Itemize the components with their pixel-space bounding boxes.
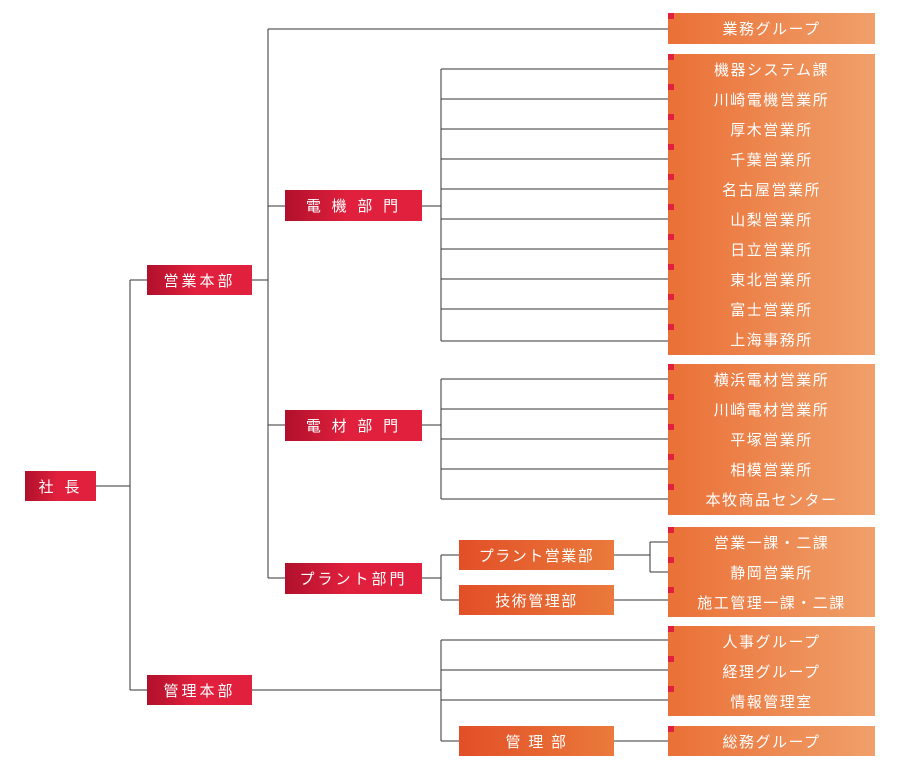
kanri-department-box: 管 理 部 [459,726,614,756]
unit-box: 総務グループ [668,726,875,756]
sales-division-label: 営業本部 [163,271,236,290]
president-label: 社 長 [38,477,83,496]
unit-box: 富士営業所 [668,294,875,324]
admin-division-label: 管理本部 [163,681,236,700]
unit-box: 川崎電機営業所 [668,84,875,114]
unit-box: 東北営業所 [668,264,875,294]
plant-sales-label: プラント営業部 [478,546,595,565]
unit-box: 本牧商品センター [668,484,875,515]
unit-box: 業務グループ [668,13,875,44]
tech-management-box: 技術管理部 [459,585,614,615]
unit-box: 千葉営業所 [668,144,875,174]
unit-label: 川崎電機営業所 [713,90,830,109]
denzai-department-box: 電 材 部 門 [285,410,422,441]
president-box: 社 長 [25,471,96,501]
unit-box: 平塚営業所 [668,424,875,454]
unit-label: 機器システム課 [713,60,830,79]
unit-box: 機器システム課 [668,54,875,84]
unit-box: 名古屋営業所 [668,174,875,204]
unit-label: 情報管理室 [730,692,813,711]
unit-box: 経理グループ [668,656,875,686]
plant-sales-box: プラント営業部 [459,540,614,570]
unit-label: 富士営業所 [730,300,813,319]
unit-box: 静岡営業所 [668,557,875,587]
unit-label: 平塚営業所 [730,430,813,449]
unit-label: 名古屋営業所 [721,180,821,199]
kanri-department-label: 管 理 部 [505,732,568,751]
unit-box: 上海事務所 [668,324,875,355]
unit-box: 情報管理室 [668,686,875,716]
unit-label: 人事グループ [722,632,821,651]
unit-box: 相模営業所 [668,454,875,484]
tech-management-label: 技術管理部 [495,591,578,610]
unit-label: 川崎電材営業所 [713,400,830,419]
plant-department-box: プラント部門 [285,563,422,594]
unit-label: 厚木営業所 [730,120,813,139]
unit-box: 川崎電材営業所 [668,394,875,424]
unit-box: 厚木営業所 [668,114,875,144]
unit-label: 経理グループ [722,662,821,681]
plant-department-label: プラント部門 [299,570,408,588]
unit-label: 東北営業所 [730,270,813,289]
unit-box: 営業一課・二課 [668,527,875,557]
unit-label: 施工管理一課・二課 [697,593,846,612]
unit-label: 日立営業所 [730,240,813,259]
unit-box: 施工管理一課・二課 [668,587,875,617]
unit-label: 本牧商品センター [705,491,838,509]
unit-label: 山梨営業所 [730,210,813,229]
unit-label: 静岡営業所 [730,563,813,582]
denki-department-box: 電 機 部 門 [285,190,422,221]
denzai-department-label: 電 材 部 門 [305,417,402,435]
unit-label: 総務グループ [722,732,821,751]
unit-label: 業務グループ [722,20,821,38]
unit-box: 山梨営業所 [668,204,875,234]
denki-department-label: 電 機 部 門 [305,197,402,215]
unit-label: 横浜電材営業所 [713,370,830,389]
unit-box: 日立営業所 [668,234,875,264]
admin-division-box: 管理本部 [147,675,252,705]
sales-division-box: 営業本部 [147,265,252,295]
unit-box: 横浜電材営業所 [668,364,875,394]
unit-label: 相模営業所 [730,460,813,479]
unit-box: 人事グループ [668,626,875,656]
unit-label: 営業一課・二課 [713,533,830,552]
unit-label: 上海事務所 [730,331,813,349]
unit-label: 千葉営業所 [730,150,813,169]
